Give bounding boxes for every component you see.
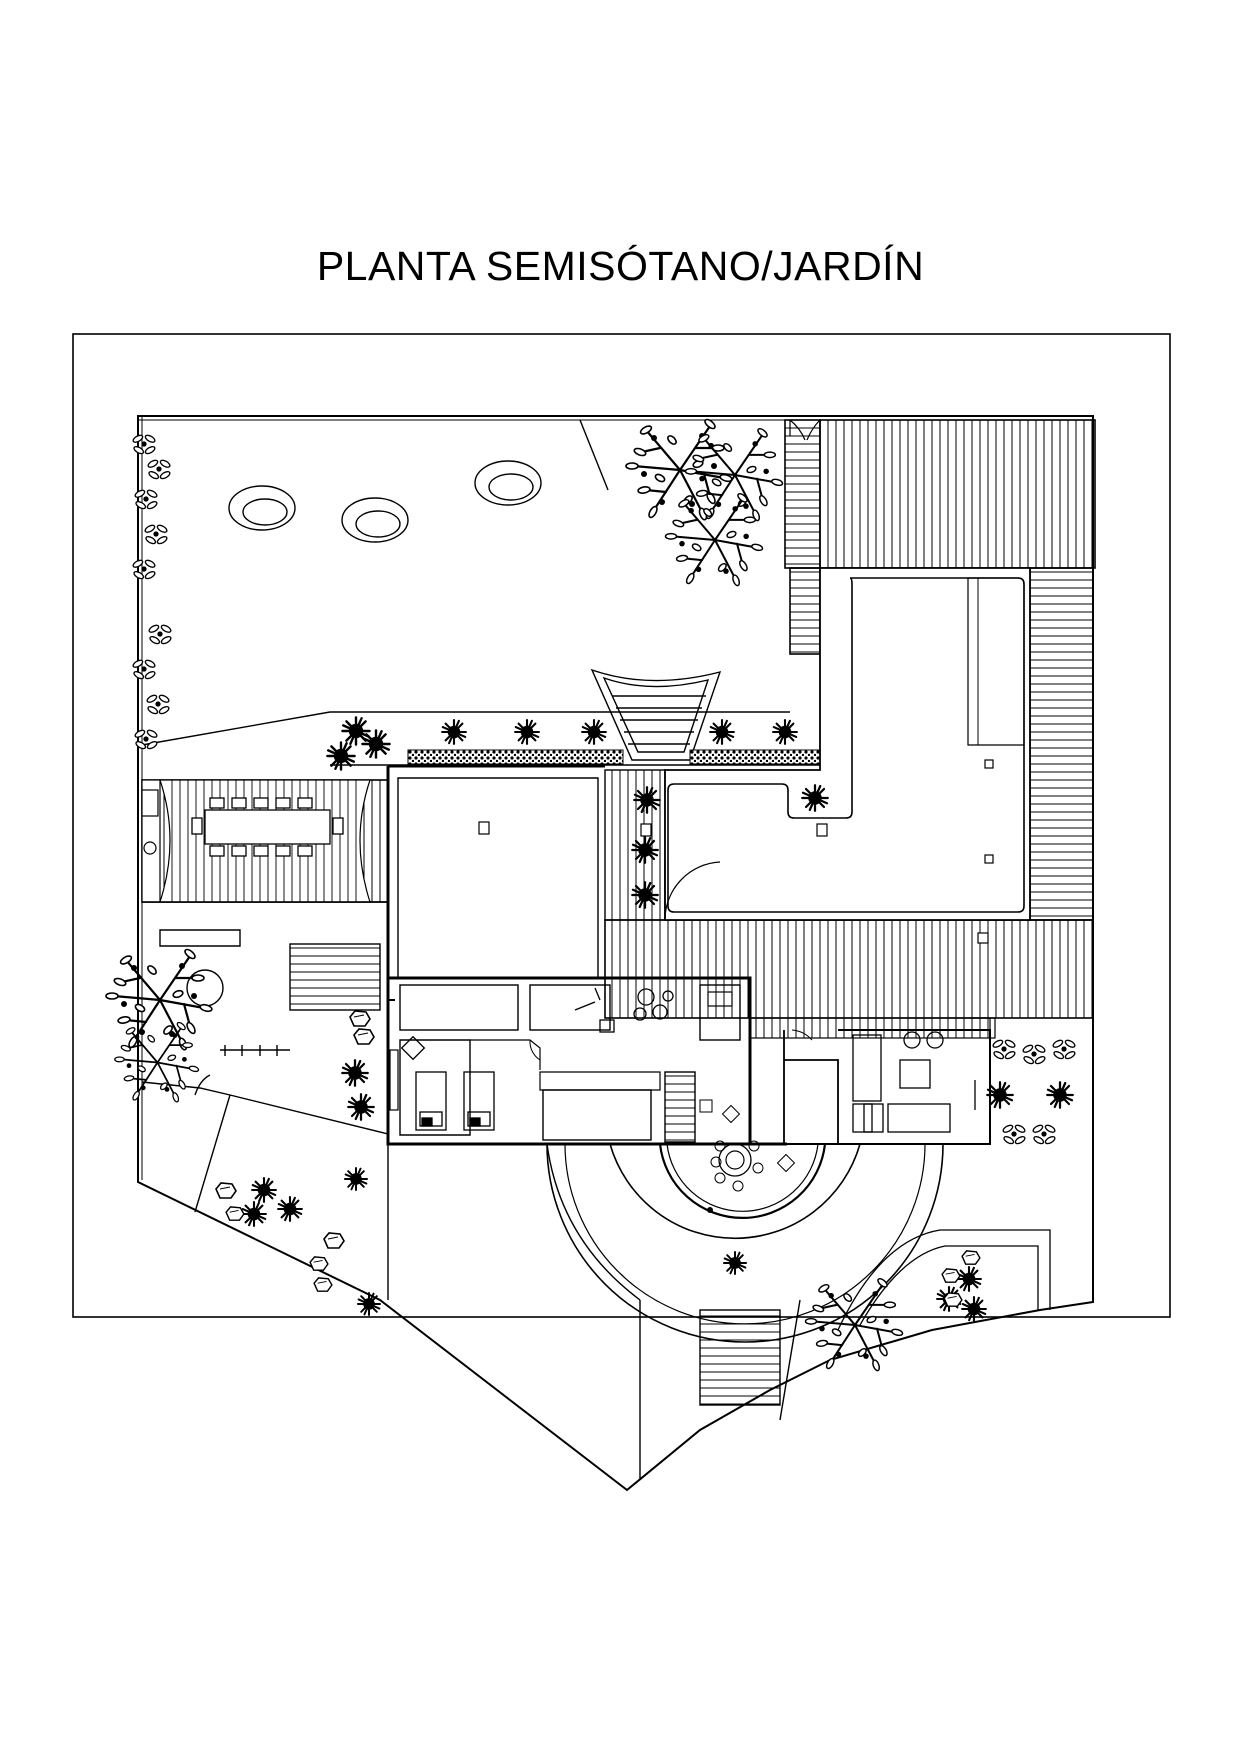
dining-table [191, 797, 344, 857]
driveway [387, 1143, 801, 1480]
living-furniture [852, 1031, 976, 1133]
right-planter [837, 1229, 1051, 1331]
top-gate [789, 419, 821, 441]
bedroom-furniture [400, 1035, 495, 1131]
funnel-steps [590, 668, 722, 761]
internal-stair [664, 1071, 696, 1143]
sheet-frame [72, 333, 1171, 1318]
upper-lawn [141, 419, 790, 746]
gravel-strip [407, 749, 624, 765]
plan-title: PLANTA SEMISÓTANO/JARDÍN [316, 243, 925, 289]
pool [640, 567, 1031, 944]
gravel-strip [689, 749, 821, 765]
plot-outline [137, 415, 1094, 1492]
stone-icon [215, 1010, 981, 1307]
entry-stairs [699, 1309, 781, 1406]
left-garden [141, 901, 389, 1213]
kitchen-fixtures [574, 987, 674, 1033]
